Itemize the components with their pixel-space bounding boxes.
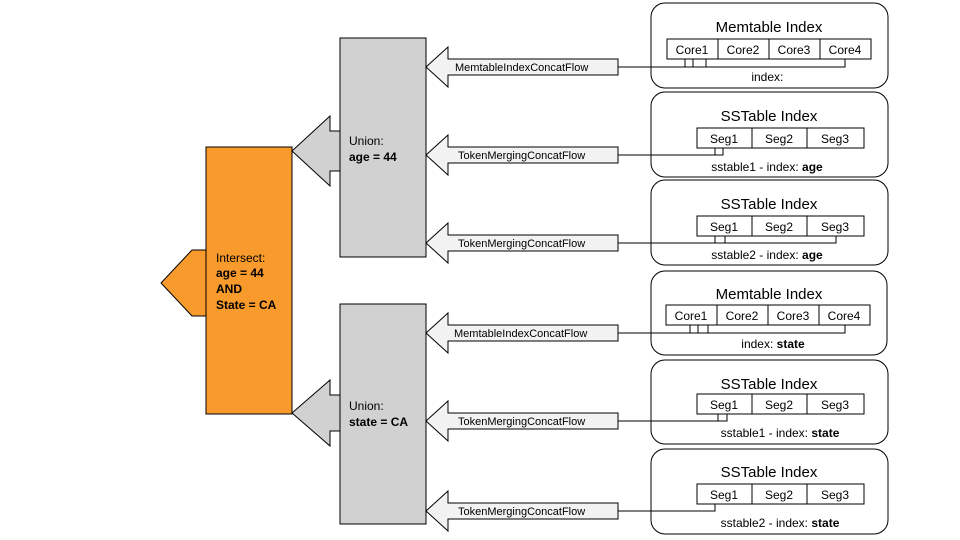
source-memtable-index-age: Memtable Index Core1 Core2 Core3 Core4 i… [618,2,889,100]
caption-prefix: sstable2 - index: [711,248,798,262]
segment-label: Seg1 [710,220,738,234]
flow-arrow-1: MemtableIndexConcatFlow [425,45,619,89]
intersect-line-3: State = CA [216,298,277,312]
segment-strip: Seg1 Seg2 Seg3 [696,483,865,505]
flow-arrow-6: TokenMergingConcatFlow [425,489,619,533]
segment-strip: Seg1 Seg2 Seg3 [696,127,865,149]
flow-label: MemtableIndexConcatFlow [455,62,588,74]
flow-label: TokenMergingConcatFlow [458,238,585,250]
intersect-node: Intersect: age = 44 AND State = CA [160,146,293,415]
connector-lines [618,148,724,156]
segment-label: Seg3 [821,398,849,412]
source-sstable2-index-age: SSTable Index Seg1 Seg2 Seg3 sstable2 - … [618,179,889,266]
segment-label: Seg1 [710,398,738,412]
connector-lines [618,236,837,244]
union-box [339,37,427,258]
caption-field: state [811,426,839,440]
segment-label: Seg1 [710,488,738,502]
flow-arrow-3: TokenMergingConcatFlow [425,221,619,265]
segment-label: Core2 [727,43,760,57]
segment-label: Core4 [829,43,862,57]
segment-label: Seg3 [821,488,849,502]
source-title: SSTable Index [721,196,818,213]
union-expression: age = 44 [349,150,397,164]
segment-strip: Core1 Core2 Core3 Core4 [666,38,872,60]
connector-lines [618,504,716,512]
segment-strip: Seg1 Seg2 Seg3 [696,393,865,415]
caption-prefix: index: [751,70,783,84]
flow-arrow-5: TokenMergingConcatFlow [425,399,619,443]
segment-strip: Core1 Core2 Core3 Core4 [665,304,871,326]
intersect-output-arrow [160,249,207,317]
segment-label: Seg2 [765,220,793,234]
intersect-label: Intersect: [216,251,265,265]
union-node-age: Union: age = 44 [291,37,427,258]
union-box [339,303,427,525]
caption-field: age [802,160,823,174]
source-title: Memtable Index [716,286,823,303]
source-caption: index: age [751,70,786,100]
flow-arrow-2: TokenMergingConcatFlow [425,133,619,177]
flow-label: MemtableIndexConcatFlow [454,328,587,340]
source-sstable2-index-state: SSTable Index Seg1 Seg2 Seg3 sstable2 - … [618,448,889,535]
source-caption: sstable1 - index: state [721,426,840,440]
flow-arrow-4: MemtableIndexConcatFlow [425,311,619,355]
intersect-box [205,146,293,415]
union-output-arrow [291,114,341,188]
source-title: Memtable Index [716,19,823,36]
source-caption: sstable2 - index: state [721,516,840,530]
source-title: SSTable Index [721,108,818,125]
segment-label: Core1 [676,43,709,57]
union-node-state: Union: state = CA [291,303,427,525]
segment-label: Seg2 [765,132,793,146]
segment-label: Core4 [828,309,861,323]
union-label: Union: [349,134,384,148]
caption-prefix: sstable1 - index: [711,160,798,174]
union-label: Union: [349,399,384,413]
source-sstable1-index-age: SSTable Index Seg1 Seg2 Seg3 sstable1 - … [618,91,889,178]
caption-prefix: index: [741,337,773,351]
connector-lines [618,414,728,422]
union-output-arrow [291,378,341,448]
segment-label: Seg2 [765,488,793,502]
source-sstable1-index-state: SSTable Index Seg1 Seg2 Seg3 sstable1 - … [618,359,889,445]
intersect-line-2: AND [216,282,242,296]
segment-label: Core3 [777,309,810,323]
caption-field: state [777,337,805,351]
source-title: SSTable Index [721,376,818,393]
source-memtable-index-state: Memtable Index Core1 Core2 Core3 Core4 i… [618,270,888,356]
caption-field: state [811,516,839,530]
caption-field: age [802,248,823,262]
segment-label: Seg3 [821,220,849,234]
source-title: SSTable Index [721,464,818,481]
source-caption: index: state [741,337,805,351]
connector-lines [618,59,846,68]
union-expression: state = CA [349,415,408,429]
source-caption: sstable1 - index: age [711,160,823,174]
intersect-line-1: age = 44 [216,266,264,280]
caption-field: age [759,86,780,100]
segment-label: Seg1 [710,132,738,146]
segment-label: Seg3 [821,132,849,146]
connector-lines [618,325,846,334]
segment-label: Seg2 [765,398,793,412]
segment-label: Core3 [778,43,811,57]
segment-strip: Seg1 Seg2 Seg3 [696,215,865,237]
source-caption: sstable2 - index: age [711,248,823,262]
caption-prefix: sstable1 - index: [721,426,808,440]
flow-label: TokenMergingConcatFlow [458,506,585,518]
segment-label: Core1 [675,309,708,323]
flow-label: TokenMergingConcatFlow [458,150,585,162]
flow-label: TokenMergingConcatFlow [458,416,585,428]
caption-prefix: sstable2 - index: [721,516,808,530]
segment-label: Core2 [726,309,759,323]
